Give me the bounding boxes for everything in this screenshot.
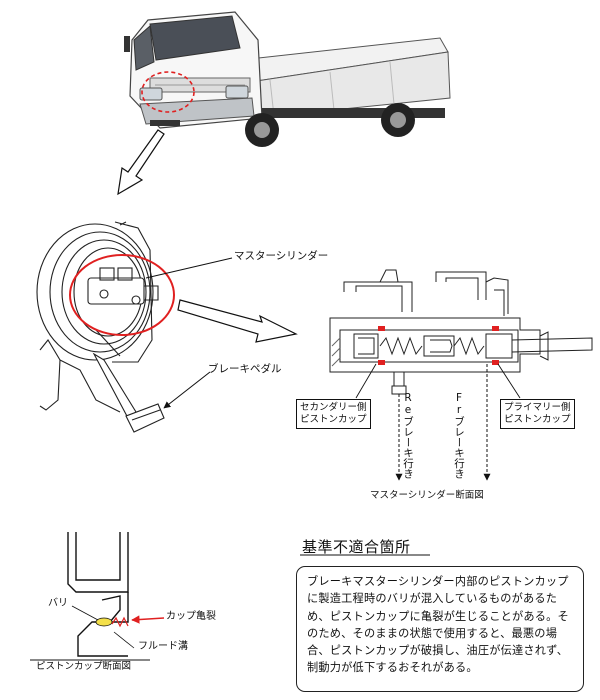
brake-pedal-leader (163, 371, 211, 409)
master-cylinder-leader (145, 257, 233, 279)
master-cylinder-highlight (69, 254, 175, 336)
truck-illustration (124, 11, 451, 147)
cup-crack-arrow (131, 615, 165, 624)
re-brake-label: Reブレーキ行き (402, 392, 414, 479)
secondary-cup-label: セカンダリー側 ピストンカップ (296, 399, 371, 429)
crack-mark (111, 616, 129, 628)
notice-heading: 基準不適合箇所 (302, 538, 411, 556)
secondary-cup-line2: ピストンカップ (300, 413, 367, 425)
master-cylinder-section (329, 269, 593, 395)
fr-brake-label: Frブレーキ行き (453, 392, 465, 479)
primary-cup-line2: ピストンカップ (504, 413, 571, 425)
cup-section-caption: ピストンカップ断面図 (36, 661, 132, 672)
hollow-arrow-truck-to-booster (117, 129, 165, 196)
fluid-groove-leader (113, 631, 135, 649)
burr-mark (95, 617, 113, 627)
cup-crack-label: カップ亀裂 (166, 611, 216, 622)
primary-cup-leader (497, 363, 521, 399)
hollow-arrow-to-section (177, 299, 298, 343)
brake-pedal-label: ブレーキペダル (208, 363, 282, 375)
section-caption: マスターシリンダー断面図 (370, 490, 484, 501)
burr-label: バリ (48, 598, 68, 609)
secondary-cup-leader (355, 363, 377, 399)
fluid-groove-label: フルード溝 (138, 641, 188, 652)
master-cylinder-label: マスターシリンダー (234, 250, 329, 262)
primary-cup-label: プライマリー側 ピストンカップ (500, 399, 575, 429)
brake-booster-illustration (36, 221, 165, 433)
secondary-cup-line1: セカンダリー側 (300, 402, 367, 413)
piston-cup-marks (378, 326, 499, 365)
burr-leader (71, 605, 99, 621)
notice-text: ブレーキマスターシリンダー内部のピストンカップに製造工程時のバリが混入しているも… (296, 566, 584, 692)
piston-cup-section (30, 532, 150, 661)
primary-cup-line1: プライマリー側 (504, 402, 571, 413)
